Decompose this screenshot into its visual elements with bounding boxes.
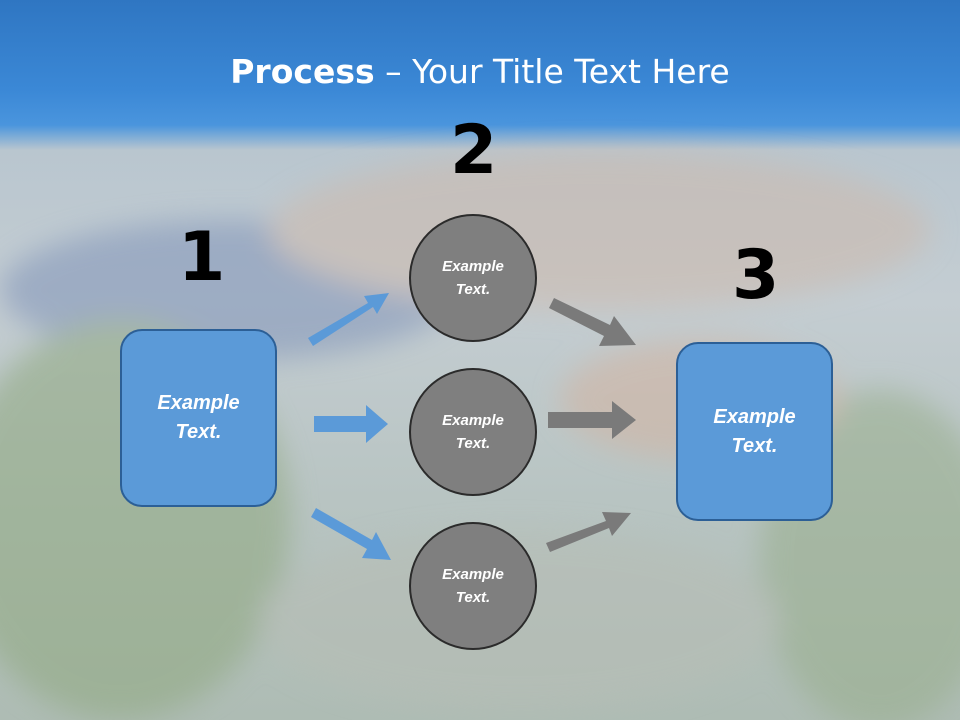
title-bold: Process — [230, 52, 375, 91]
left-box-text: Example Text. — [157, 392, 240, 443]
step-number-1: 1 — [178, 218, 226, 297]
title-rest: – Your Title Text Here — [374, 52, 730, 91]
slide-title: Process – Your Title Text Here — [0, 52, 960, 91]
circle-1: Example Text. — [409, 214, 537, 342]
gray-arrows — [546, 298, 636, 552]
right-box: Example Text. — [676, 342, 833, 521]
right-box-text: Example Text. — [713, 405, 796, 457]
circle-2-text: Example Text. — [442, 412, 504, 452]
arrow-to-circle-3 — [311, 508, 391, 560]
arrow-to-circle-2 — [314, 405, 388, 443]
step-number-2: 2 — [450, 111, 498, 190]
arrow-from-circle-2 — [548, 401, 636, 439]
circle-3-text: Example Text. — [442, 566, 504, 606]
step-number-3: 3 — [732, 236, 780, 315]
left-box: Example Text. — [120, 329, 277, 507]
blue-arrows — [308, 293, 391, 560]
circle-3: Example Text. — [409, 522, 537, 650]
circle-1-text: Example Text. — [442, 258, 504, 298]
arrow-to-circle-1 — [308, 293, 389, 346]
arrow-from-circle-3 — [546, 512, 631, 552]
arrow-from-circle-1 — [549, 298, 636, 346]
circle-2: Example Text. — [409, 368, 537, 496]
